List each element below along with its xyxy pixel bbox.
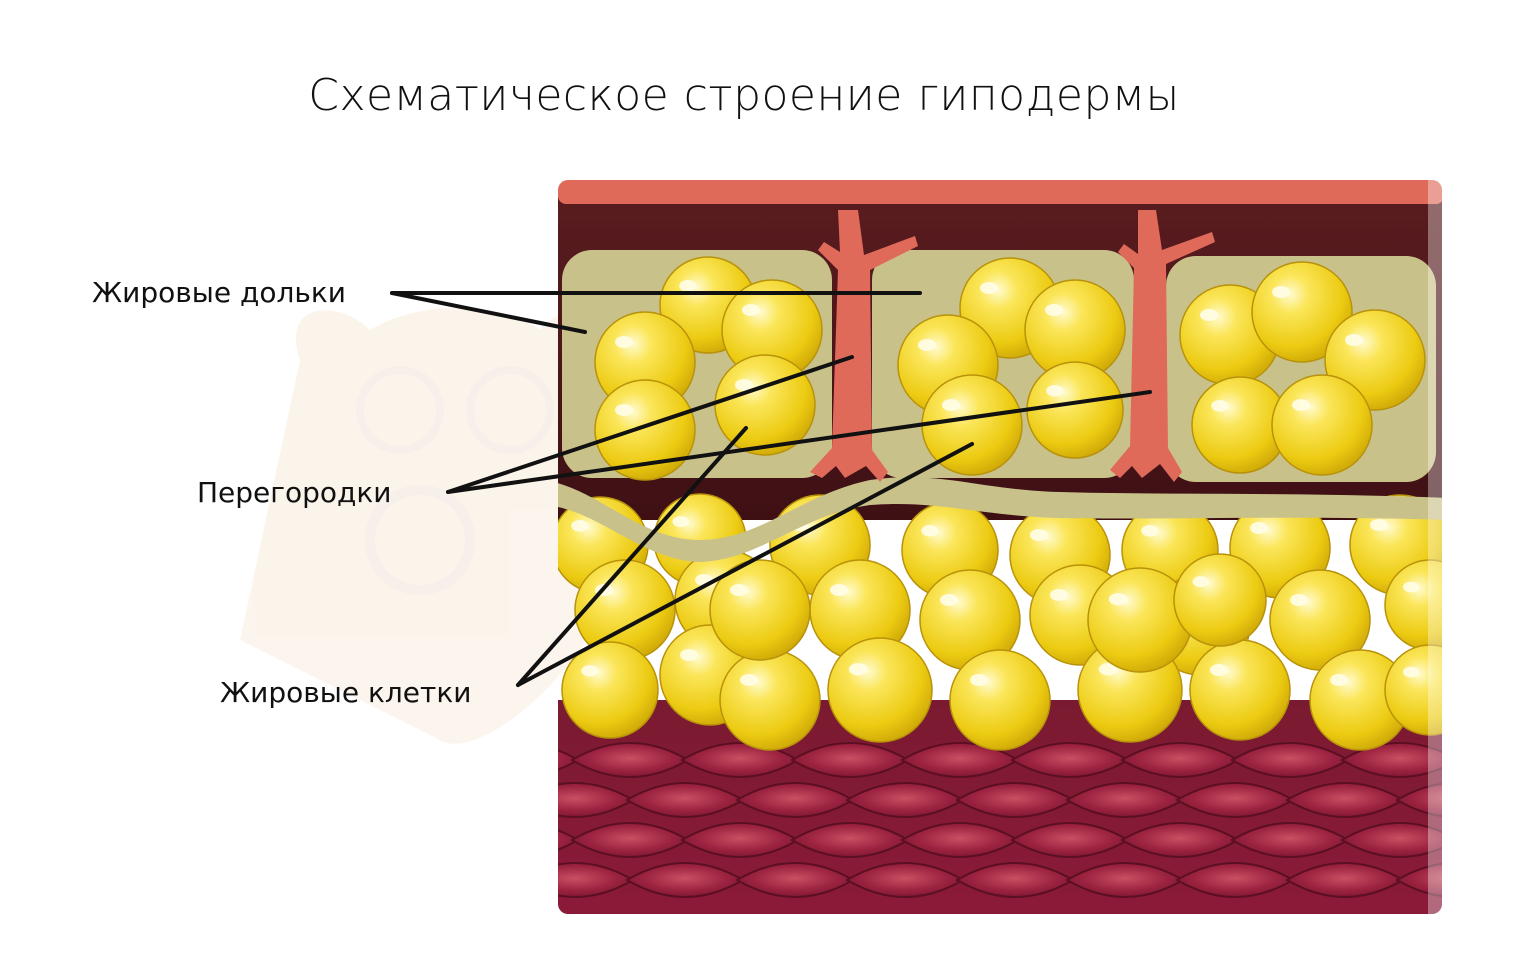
muscle-fiber (1395, 862, 1442, 898)
muscle-fiber (1340, 822, 1442, 858)
muscle-fibers (558, 742, 1442, 898)
fat-cell (709, 559, 811, 661)
lobule-fat-cell (594, 379, 696, 481)
lobule-fat-cell (1271, 374, 1373, 476)
epidermis-layer (558, 180, 1442, 204)
pointer-septa-a (446, 355, 854, 494)
lobule-fat-cell (1026, 361, 1124, 459)
watermark-bear-icon (240, 307, 610, 744)
pointer-lines (390, 291, 1152, 687)
lobule-fat-cell (921, 374, 1023, 476)
fat-cell (1309, 649, 1411, 751)
pointer-cells-a (516, 426, 748, 687)
fat-cell (719, 649, 821, 751)
label-fat-cells: Жировые клетки (220, 676, 471, 709)
septum-2 (1110, 210, 1215, 482)
lobule-fat-cells (594, 256, 1426, 481)
fat-cell (561, 641, 659, 739)
lobule-fat-cell (721, 279, 823, 381)
fat-cell (827, 637, 933, 743)
fat-cell (1087, 567, 1193, 673)
lobule-fat-cell (714, 354, 816, 456)
label-septa: Перегородки (197, 476, 392, 509)
pointer-cells-b (516, 442, 974, 687)
pointer-lobules-b (390, 291, 587, 334)
skin-block (558, 180, 1442, 914)
diagram-title: Схематическое строение гиподермы (308, 70, 1180, 121)
label-fat-lobules: Жировые дольки (92, 276, 346, 309)
fat-cell-layer (558, 493, 1442, 751)
lobule-fat-cell (1251, 261, 1353, 363)
septum-band (558, 477, 1442, 562)
muscle-fiber (1395, 782, 1442, 818)
fat-cell (1384, 644, 1442, 736)
pointer-septa-b (446, 390, 1152, 494)
septum-1 (810, 210, 918, 482)
fat-cell (1189, 639, 1291, 741)
fat-cell (1173, 553, 1267, 647)
fat-cell (949, 649, 1051, 751)
